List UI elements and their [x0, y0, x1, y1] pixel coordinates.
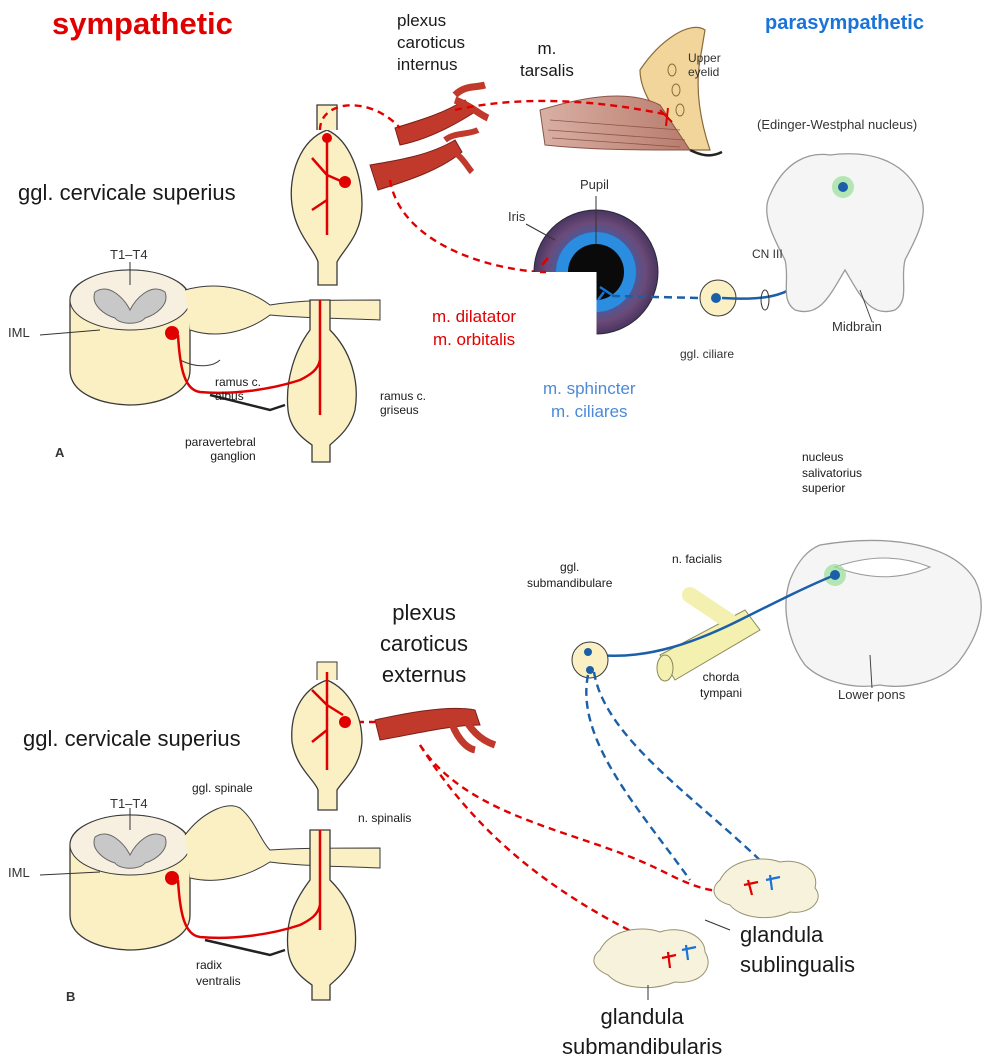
cervical-ganglion-b [292, 662, 362, 810]
label-ramus-albus: ramus c. albus [215, 376, 261, 404]
label-m-sphincter: m. sphincter m. ciliares [543, 378, 636, 424]
albus-line-1: ramus c. [215, 376, 261, 390]
submandibular-postganglionic [586, 672, 770, 880]
dilatator-line-2: m. orbitalis [432, 329, 516, 352]
lower-pons-illustration [786, 541, 981, 687]
cervical-ganglion-a [291, 105, 362, 285]
label-iml-a: IML [8, 326, 30, 341]
label-glandula-sublingualis: glandula sublingualis [740, 920, 855, 979]
tarsalis-line-2: tarsalis [520, 60, 574, 82]
label-nucleus-salivatorius: nucleus salivatorius superior [802, 450, 862, 497]
label-ggl-cervicale-superius-a: ggl. cervicale superius [18, 180, 236, 205]
sympathetic-paths-b [420, 745, 750, 950]
internal-carotid-vessels [370, 85, 488, 190]
plexus-b-line-2: caroticus [380, 629, 468, 660]
griseus-line-2: griseus [380, 404, 426, 418]
griseus-line-1: ramus c. [380, 390, 426, 404]
label-ggl-spinale: ggl. spinale [192, 782, 253, 796]
label-plexus-caroticus-internus: plexus caroticus internus [397, 10, 465, 76]
chorda-line-2: tympani [700, 686, 742, 702]
label-ggl-submandibulare: ggl. submandibulare [527, 560, 612, 591]
label-iml-b: IML [8, 866, 30, 881]
nucleus-line-1: nucleus [802, 450, 862, 466]
submandibularis-line-2: submandibularis [562, 1032, 722, 1062]
tarsalis-line-1: m. [520, 38, 574, 60]
submandibular-ganglion [572, 642, 608, 678]
label-midbrain: Midbrain [832, 320, 882, 335]
label-plexus-caroticus-externus: plexus caroticus externus [380, 598, 468, 690]
label-ggl-ciliare: ggl. ciliare [680, 348, 734, 362]
label-iris: Iris [508, 210, 525, 225]
sphincter-line-1: m. sphincter [543, 378, 636, 401]
submand-line-1: ggl. [527, 560, 612, 576]
dilatator-line-1: m. dilatator [432, 306, 516, 329]
label-cn3: CN III [752, 248, 783, 262]
label-ggl-cervicale-superius-b: ggl. cervicale superius [23, 726, 241, 751]
label-lower-pons: Lower pons [838, 688, 905, 703]
iris-illustration [530, 210, 658, 338]
midbrain-illustration [767, 154, 924, 312]
label-ramus-griseus: ramus c. griseus [380, 390, 426, 418]
label-chorda-tympani: chorda tympani [700, 670, 742, 701]
nucleus-line-2: salivatorius [802, 466, 862, 482]
panel-letter-a: A [55, 446, 64, 461]
label-pupil: Pupil [580, 178, 609, 193]
plexus-b-line-1: plexus [380, 598, 468, 629]
label-glandula-submandibularis: glandula submandibularis [562, 1002, 722, 1061]
albus-line-2: albus [215, 390, 261, 404]
facial-nerve-illustration [657, 595, 760, 681]
nucleus-line-3: superior [802, 481, 862, 497]
label-t1t4-a: T1–T4 [110, 248, 148, 263]
radix-line-1: radix [196, 958, 241, 974]
paravertebral-line-1: paravertebral [185, 436, 256, 450]
sublingualis-line-2: sublingualis [740, 950, 855, 980]
submand-line-2: submandibulare [527, 576, 612, 592]
plexus-line-1: plexus [397, 10, 465, 32]
title-sympathetic: sympathetic [52, 6, 233, 42]
title-parasympathetic: parasympathetic [765, 12, 924, 35]
submandibular-gland [594, 929, 708, 988]
label-m-dilatator: m. dilatator m. orbitalis [432, 306, 516, 352]
plexus-b-line-3: externus [380, 660, 468, 691]
label-n-facialis: n. facialis [672, 553, 722, 567]
external-carotid-vessels [375, 708, 495, 750]
label-edinger-westphal: (Edinger-Westphal nucleus) [757, 118, 917, 133]
label-radix-ventralis: radix ventralis [196, 958, 241, 989]
paravertebral-line-2: ganglion [185, 450, 256, 464]
label-m-tarsalis: m. tarsalis [520, 38, 574, 82]
label-n-spinalis: n. spinalis [358, 812, 411, 826]
sublingualis-line-1: glandula [740, 920, 855, 950]
radix-line-2: ventralis [196, 974, 241, 990]
eyelid-line-1: Upper [688, 52, 721, 66]
panel-letter-b: B [66, 990, 75, 1005]
label-upper-eyelid: Upper eyelid [688, 52, 721, 80]
chorda-line-1: chorda [700, 670, 742, 686]
eyelid-line-2: eyelid [688, 66, 721, 80]
sublingual-pointer [705, 920, 730, 930]
plexus-line-2: caroticus [397, 32, 465, 54]
submandibularis-line-1: glandula [562, 1002, 722, 1032]
label-t1t4-b: T1–T4 [110, 797, 148, 812]
sublingual-gland [714, 859, 818, 918]
plexus-line-3: internus [397, 54, 465, 76]
label-paravertebral-ganglion: paravertebral ganglion [185, 436, 256, 464]
cn3-sheath [761, 290, 769, 310]
sphincter-line-2: m. ciliares [543, 401, 636, 424]
